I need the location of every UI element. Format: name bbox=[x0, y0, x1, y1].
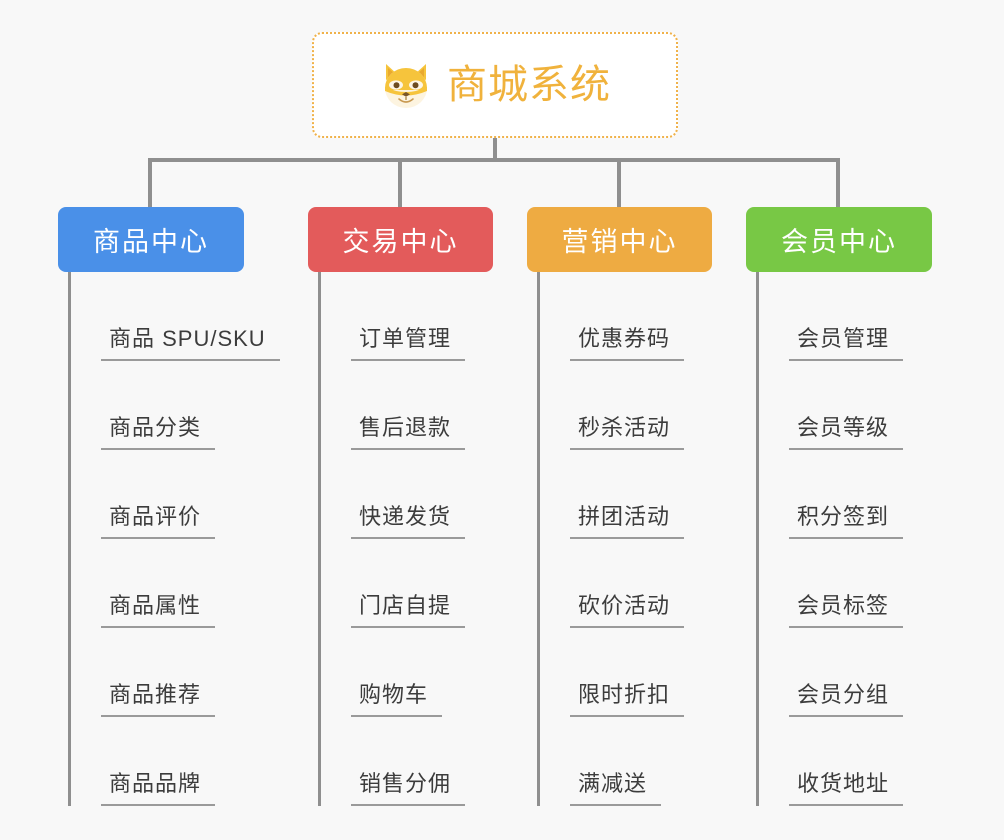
leaf-label: 门店自提 bbox=[351, 588, 466, 628]
connector-drop-product-center bbox=[148, 158, 152, 208]
list-item[interactable]: 会员等级 bbox=[759, 361, 932, 450]
connector-root-stem bbox=[493, 138, 497, 162]
shiba-dog-face-icon bbox=[385, 64, 427, 108]
list-item[interactable]: 拼团活动 bbox=[540, 450, 712, 539]
leaf-label: 收货地址 bbox=[789, 766, 904, 806]
list-item[interactable]: 售后退款 bbox=[321, 361, 493, 450]
leaf-label: 售后退款 bbox=[351, 410, 466, 450]
list-item[interactable]: 商品属性 bbox=[71, 539, 244, 628]
leaf-label: 商品 SPU/SKU bbox=[101, 321, 280, 361]
list-item[interactable]: 商品推荐 bbox=[71, 628, 244, 717]
leaf-label: 限时折扣 bbox=[570, 677, 685, 717]
list-item[interactable]: 会员管理 bbox=[759, 272, 932, 361]
list-item[interactable]: 商品 SPU/SKU bbox=[71, 272, 280, 361]
category-header-label: 商品中心 bbox=[93, 227, 209, 257]
branch-marketing-center: 营销中心 优惠券码 秒杀活动 拼团活动 砍价活动 限时折扣 满减送 bbox=[527, 207, 712, 806]
branch-product-center: 商品中心 商品 SPU/SKU 商品分类 商品评价 商品属性 商品推荐 商品品牌 bbox=[58, 207, 280, 806]
list-item[interactable]: 积分签到 bbox=[759, 450, 932, 539]
root-node-shop-system[interactable]: 商城系统 bbox=[312, 32, 678, 138]
list-item[interactable]: 商品品牌 bbox=[71, 717, 244, 806]
list-item[interactable]: 收货地址 bbox=[759, 717, 932, 806]
connector-drop-member-center bbox=[836, 158, 840, 208]
leaf-label: 商品品牌 bbox=[101, 766, 216, 806]
leaf-label: 销售分佣 bbox=[351, 766, 466, 806]
leaf-label: 会员管理 bbox=[789, 321, 904, 361]
leaf-label: 积分签到 bbox=[789, 499, 904, 539]
category-header-label: 会员中心 bbox=[781, 227, 897, 257]
leaf-list-product-center: 商品 SPU/SKU 商品分类 商品评价 商品属性 商品推荐 商品品牌 bbox=[68, 272, 280, 806]
leaf-list-marketing-center: 优惠券码 秒杀活动 拼团活动 砍价活动 限时折扣 满减送 bbox=[537, 272, 712, 806]
list-item[interactable]: 销售分佣 bbox=[321, 717, 493, 806]
connector-horizontal-bar bbox=[148, 158, 838, 162]
leaf-label: 满减送 bbox=[570, 766, 662, 806]
leaf-label: 商品属性 bbox=[101, 588, 216, 628]
leaf-label: 商品分类 bbox=[101, 410, 216, 450]
leaf-label: 优惠券码 bbox=[570, 321, 685, 361]
connector-drop-trade-center bbox=[398, 158, 402, 208]
connector-drop-marketing-center bbox=[617, 158, 621, 208]
list-item[interactable]: 快递发货 bbox=[321, 450, 493, 539]
list-item[interactable]: 优惠券码 bbox=[540, 272, 712, 361]
branch-trade-center: 交易中心 订单管理 售后退款 快递发货 门店自提 购物车 销售分佣 bbox=[308, 207, 493, 806]
category-header-label: 营销中心 bbox=[561, 227, 678, 257]
list-item[interactable]: 会员标签 bbox=[759, 539, 932, 628]
category-header-member-center[interactable]: 会员中心 bbox=[746, 207, 932, 272]
leaf-label: 拼团活动 bbox=[570, 499, 685, 539]
list-item[interactable]: 订单管理 bbox=[321, 272, 493, 361]
category-header-marketing-center[interactable]: 营销中心 bbox=[527, 207, 712, 272]
list-item[interactable]: 会员分组 bbox=[759, 628, 932, 717]
list-item[interactable]: 门店自提 bbox=[321, 539, 493, 628]
category-header-label: 交易中心 bbox=[342, 227, 459, 257]
branch-member-center: 会员中心 会员管理 会员等级 积分签到 会员标签 会员分组 收货地址 bbox=[746, 207, 932, 806]
leaf-label: 购物车 bbox=[351, 677, 443, 717]
leaf-label: 商品评价 bbox=[101, 499, 216, 539]
leaf-label: 会员标签 bbox=[789, 588, 904, 628]
list-item[interactable]: 商品评价 bbox=[71, 450, 244, 539]
category-header-product-center[interactable]: 商品中心 bbox=[58, 207, 244, 272]
list-item[interactable]: 满减送 bbox=[540, 717, 712, 806]
leaf-label: 订单管理 bbox=[351, 321, 466, 361]
list-item[interactable]: 购物车 bbox=[321, 628, 493, 717]
list-item[interactable]: 砍价活动 bbox=[540, 539, 712, 628]
leaf-label: 商品推荐 bbox=[101, 677, 216, 717]
leaf-label: 砍价活动 bbox=[570, 588, 685, 628]
leaf-label: 会员分组 bbox=[789, 677, 904, 717]
leaf-label: 快递发货 bbox=[351, 499, 466, 539]
category-header-trade-center[interactable]: 交易中心 bbox=[308, 207, 493, 272]
leaf-list-trade-center: 订单管理 售后退款 快递发货 门店自提 购物车 销售分佣 bbox=[318, 272, 493, 806]
list-item[interactable]: 限时折扣 bbox=[540, 628, 712, 717]
list-item[interactable]: 秒杀活动 bbox=[540, 361, 712, 450]
leaf-list-member-center: 会员管理 会员等级 积分签到 会员标签 会员分组 收货地址 bbox=[756, 272, 932, 806]
leaf-label: 秒杀活动 bbox=[570, 410, 685, 450]
leaf-label: 会员等级 bbox=[789, 410, 904, 450]
list-item[interactable]: 商品分类 bbox=[71, 361, 244, 450]
root-node-title: 商城系统 bbox=[447, 63, 611, 107]
